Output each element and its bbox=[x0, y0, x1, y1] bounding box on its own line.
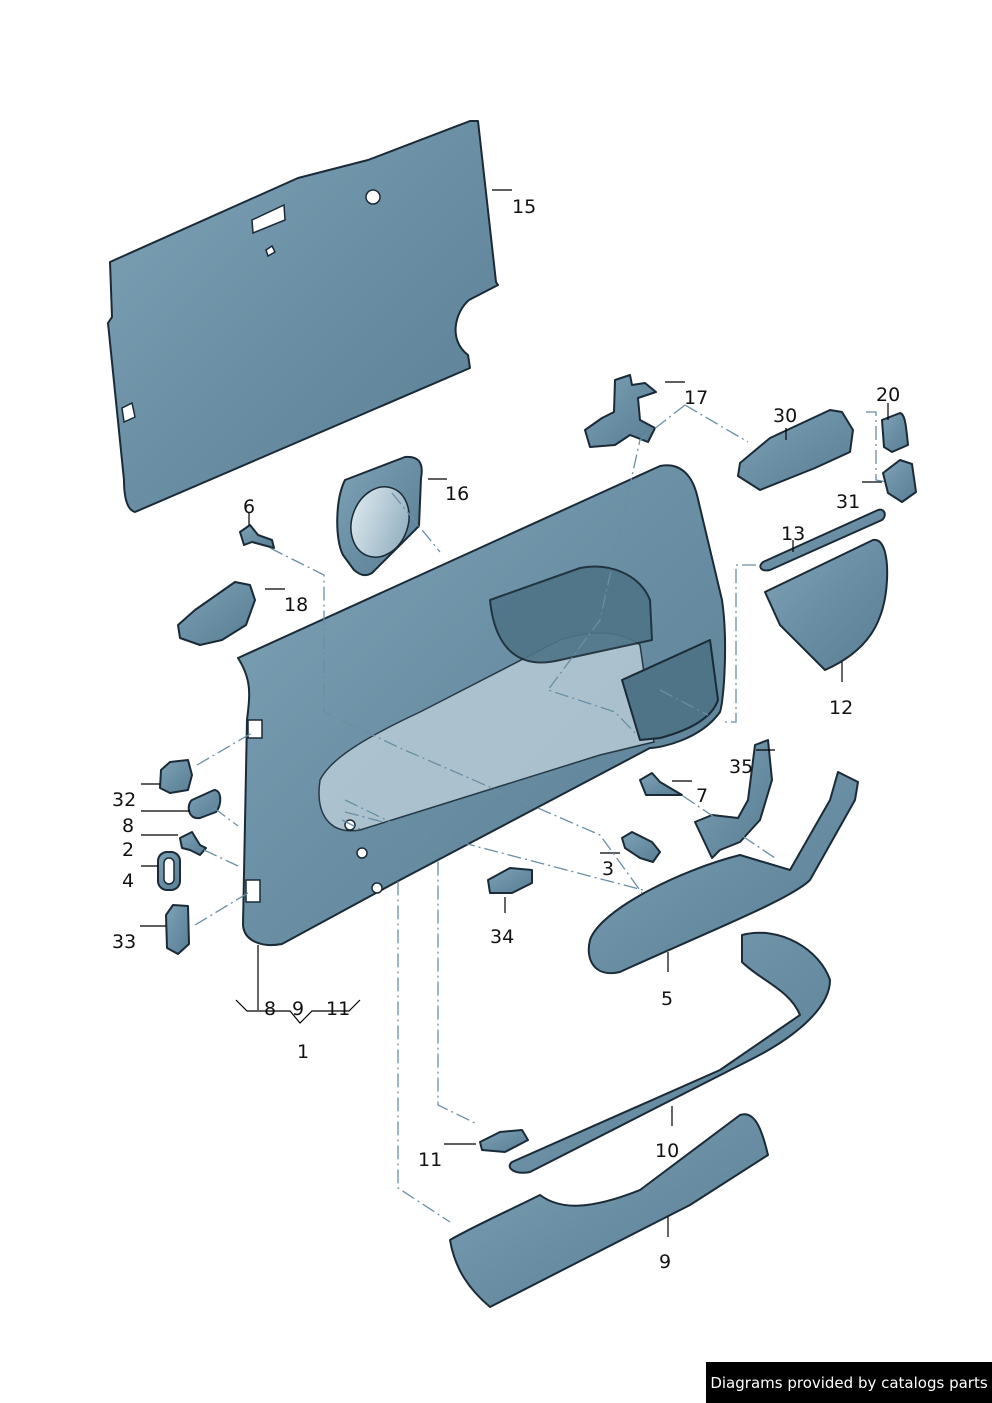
callout-11: 11 bbox=[418, 1149, 443, 1171]
callout-6: 6 bbox=[243, 496, 256, 518]
part-15-insulation-sheet bbox=[107, 120, 499, 513]
part-17-bracket bbox=[584, 374, 657, 448]
part-10-trim-strip bbox=[508, 931, 831, 1174]
leader-lines bbox=[140, 189, 889, 1237]
part-33-cover bbox=[165, 904, 190, 955]
part-1-door-trim-panel bbox=[237, 464, 727, 946]
callout-9: 9 bbox=[659, 1251, 672, 1273]
part-18-clip bbox=[177, 581, 256, 646]
part-34-insert bbox=[487, 867, 533, 894]
part-8-plug bbox=[187, 789, 222, 820]
part-6-screw bbox=[239, 524, 275, 549]
callout-3: 3 bbox=[602, 858, 615, 880]
part-5-armrest bbox=[587, 771, 859, 975]
callout-30: 30 bbox=[773, 405, 798, 427]
part-35-bracket bbox=[694, 739, 773, 859]
callout-8: 8 bbox=[122, 815, 135, 837]
part-4-grommet bbox=[157, 851, 181, 891]
callout-2: 2 bbox=[122, 839, 135, 861]
credit-banner: Diagrams provided by catalogs parts bbox=[706, 1362, 992, 1403]
callout-13: 13 bbox=[781, 523, 806, 545]
callout-4: 4 bbox=[122, 870, 135, 892]
callout-16: 16 bbox=[445, 483, 470, 505]
callout-1-sub-8: 8 bbox=[264, 998, 277, 1020]
callout-1: 1 bbox=[297, 1041, 310, 1063]
callout-31: 31 bbox=[836, 491, 861, 513]
part-13-trim-strip bbox=[759, 508, 886, 572]
part-9-lower-trim bbox=[449, 1113, 769, 1308]
callout-18: 18 bbox=[284, 594, 309, 616]
alignment-lines bbox=[194, 404, 887, 1223]
part-16-speaker-ring bbox=[336, 455, 423, 577]
part-30-door-handle bbox=[737, 409, 854, 491]
part-11-clip bbox=[479, 1129, 529, 1153]
callout-10: 10 bbox=[655, 1140, 680, 1162]
callout-5: 5 bbox=[661, 988, 674, 1010]
part-32-cap bbox=[159, 759, 193, 794]
callout-20: 20 bbox=[876, 384, 901, 406]
callout-32: 32 bbox=[112, 789, 137, 811]
part-20-switch bbox=[881, 412, 909, 453]
part-2-retainer bbox=[179, 831, 207, 856]
callout-34: 34 bbox=[490, 926, 515, 948]
part-12-storage-pocket bbox=[764, 538, 889, 671]
callout-12: 12 bbox=[829, 697, 854, 719]
callout-1-sub-9: 9 bbox=[292, 998, 305, 1020]
part-3-bolt bbox=[621, 831, 661, 863]
callout-7: 7 bbox=[696, 785, 709, 807]
callout-17: 17 bbox=[684, 387, 709, 409]
callout-15: 15 bbox=[512, 196, 537, 218]
callout-1-sub-11: 11 bbox=[326, 998, 351, 1020]
callout-33: 33 bbox=[112, 931, 137, 953]
part-31-window-switch bbox=[882, 459, 917, 503]
part-7-screw bbox=[639, 772, 683, 796]
callout-35: 35 bbox=[729, 756, 754, 778]
